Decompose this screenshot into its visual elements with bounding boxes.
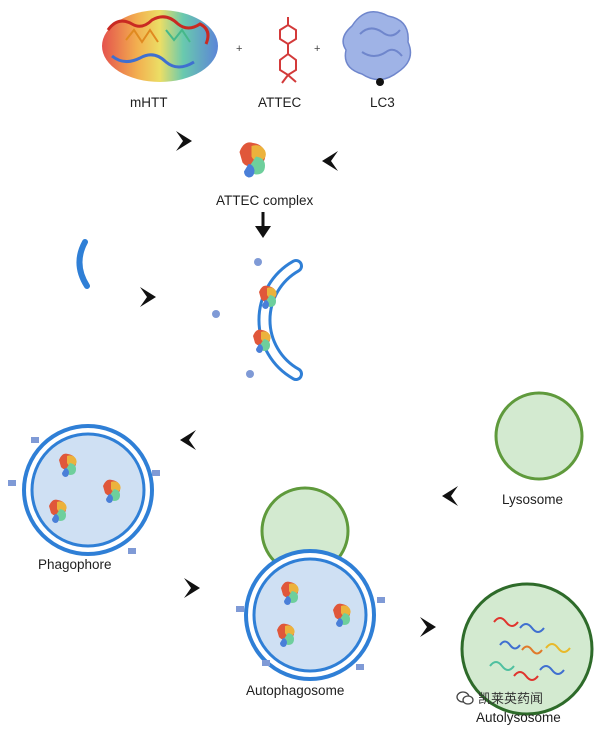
attec-molecule <box>279 17 297 84</box>
forming-phagophore <box>212 258 303 381</box>
arrow-down-complex <box>255 212 271 238</box>
attec-complex-label: ATTEC complex <box>216 193 314 208</box>
phagophore-label: Phagophore <box>38 557 112 572</box>
lysosome <box>494 391 584 481</box>
autophagosome-vesicle <box>236 486 385 681</box>
mhtt-label: mHTT <box>130 95 168 110</box>
arrow-to-phagophore <box>180 430 196 450</box>
attec-label: ATTEC <box>258 95 302 110</box>
membrane-fragment <box>76 239 90 289</box>
autolysosome-label: Autolysosome <box>476 710 561 725</box>
arrow-to-autophagosome <box>184 578 200 598</box>
arrow-lc3-to-complex <box>322 151 338 171</box>
wechat-icon <box>456 691 474 705</box>
arrow-to-membrane <box>140 287 156 307</box>
watermark-text: 凯莱英药闻 <box>478 691 544 706</box>
phagophore-vesicle <box>8 424 160 556</box>
arrow-mhtt-to-complex <box>176 131 192 151</box>
plus-sign-1: + <box>236 43 243 55</box>
lc3-protein <box>342 11 412 86</box>
lysosome-label: Lysosome <box>502 492 564 507</box>
plus-sign-2: + <box>314 43 321 55</box>
arrow-to-autolysosome <box>420 617 436 637</box>
mhtt-protein <box>102 10 218 82</box>
lc3-label: LC3 <box>370 95 395 110</box>
autolysosome <box>460 582 594 716</box>
attec-complex-molecule <box>239 142 266 178</box>
autophagosome-label: Autophagosome <box>246 683 345 698</box>
arrow-from-lysosome <box>442 486 458 506</box>
